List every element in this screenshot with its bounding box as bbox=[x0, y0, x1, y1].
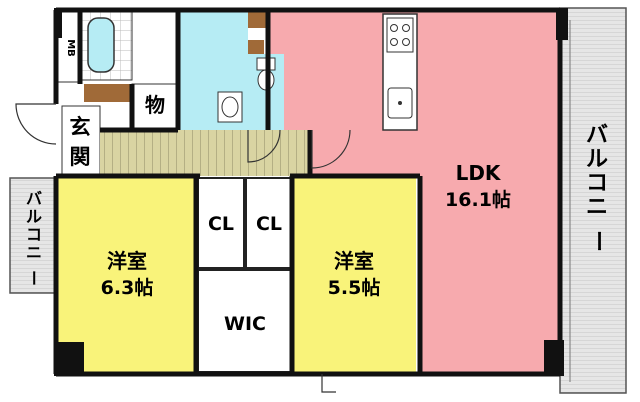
balcony-left-char-5: ー bbox=[24, 270, 43, 286]
balcony-right-char-4: ニ bbox=[586, 195, 608, 220]
column-bottom-left bbox=[54, 342, 84, 376]
balcony-right bbox=[559, 7, 627, 394]
closet-right bbox=[245, 177, 293, 269]
brown-accent-storage bbox=[84, 84, 132, 102]
balcony-left bbox=[9, 177, 59, 294]
mb-label: MB bbox=[65, 39, 76, 57]
ldk-door-swing bbox=[311, 129, 351, 169]
bathtub-icon bbox=[87, 17, 115, 73]
hallway bbox=[100, 130, 312, 176]
balcony-right-char-5: ー bbox=[585, 230, 610, 252]
balcony-left-char-3: コ bbox=[26, 225, 42, 244]
ldk-name: LDK bbox=[456, 161, 502, 185]
balcony-left-char-2: ル bbox=[26, 207, 42, 226]
hall-door-swing bbox=[247, 129, 281, 163]
closet-right-label: CL bbox=[256, 213, 282, 235]
column-bottom-right bbox=[544, 340, 564, 376]
stove-icon bbox=[386, 17, 414, 53]
closet-left-label: CL bbox=[208, 213, 234, 235]
storage-label: 物 bbox=[145, 93, 165, 117]
storage-room bbox=[131, 83, 179, 131]
balcony-right-char-3: コ bbox=[586, 171, 608, 196]
entrance-char-1: 玄 bbox=[70, 115, 91, 139]
balcony-right-char-2: ル bbox=[586, 147, 608, 172]
brown-accent-mid bbox=[248, 40, 264, 54]
walls bbox=[53, 7, 563, 377]
brown-accent-top bbox=[248, 12, 268, 28]
ldk-room bbox=[268, 12, 558, 372]
balcony-door-bottom bbox=[321, 374, 336, 393]
western-right-size: 5.5帖 bbox=[328, 276, 381, 299]
western-room-left bbox=[58, 178, 196, 372]
balcony-left-char-1: バ bbox=[26, 189, 42, 208]
balcony-right-char-1: バ bbox=[586, 123, 608, 148]
wic-label: WIC bbox=[224, 313, 266, 335]
balcony-left-char-4: ニ bbox=[26, 243, 42, 262]
entrance-char-2: 関 bbox=[70, 145, 91, 169]
column-top-right bbox=[556, 8, 568, 40]
western-left-size: 6.3帖 bbox=[101, 276, 154, 299]
entrance-door-swing bbox=[15, 103, 57, 145]
column-top-left bbox=[54, 8, 62, 38]
western-left-name: 洋室 bbox=[107, 249, 147, 273]
western-right-name: 洋室 bbox=[334, 249, 374, 273]
walk-in-closet bbox=[197, 269, 293, 373]
ldk-size: 16.1帖 bbox=[445, 188, 511, 211]
western-room-right bbox=[292, 178, 416, 372]
